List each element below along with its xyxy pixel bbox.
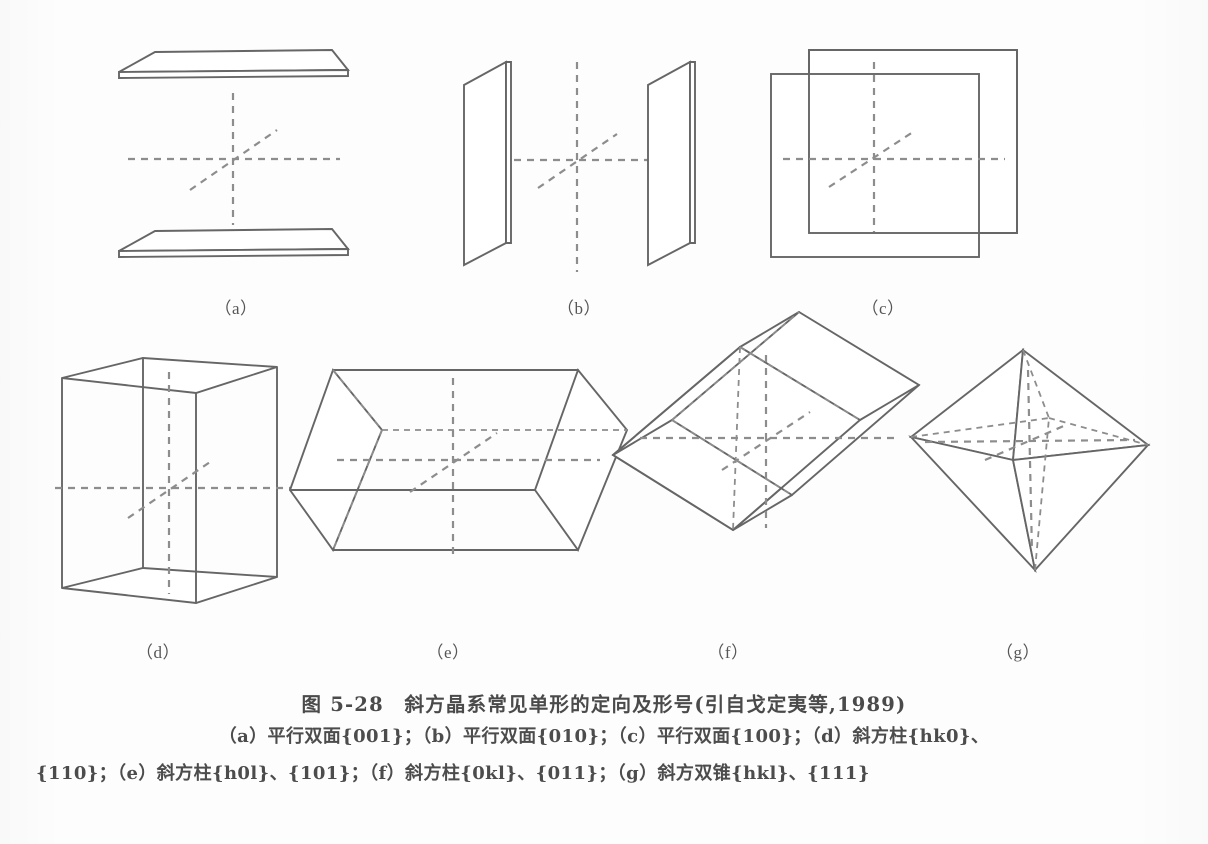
dipyramid-hidden-g-2	[1034, 417, 1050, 571]
panel-label-f: （f）	[707, 643, 749, 662]
dipyramid-upper-right-face-g	[1011, 348, 1151, 462]
panel-label-d: （d）	[136, 643, 180, 662]
panel-label-e: （e）	[426, 643, 470, 662]
panel-c-pinacoid-100	[770, 49, 1018, 258]
panel-label-a: （a）	[214, 299, 258, 318]
prism-hidden-f-4	[739, 346, 861, 421]
upper-pinacoid-plate-a	[118, 49, 350, 79]
crystal-forms-svg: .e { fill:none; stroke:#666666; stroke-w…	[55, 49, 1151, 604]
figure-caption-line-2: {110}；（e）斜方柱{h0l}、{101}；（f）斜方柱{0kl}、{011…	[36, 763, 870, 785]
axis-a-g	[984, 423, 1067, 462]
prism-hidden-f-1	[671, 311, 800, 421]
axis-a-f	[721, 411, 811, 471]
dipyramid-hidden-g-1	[1022, 349, 1050, 419]
axis-a-b	[537, 133, 618, 189]
panel-label-c: （c）	[861, 299, 905, 318]
dipyramid-hidden-g-3	[910, 417, 1050, 438]
crystal-forms-plate: .e { fill:none; stroke:#666666; stroke-w…	[55, 49, 1151, 604]
prism-hidden-f-2	[671, 419, 793, 496]
axis-a-c	[828, 129, 917, 188]
panel-label-g: （g）	[996, 643, 1040, 662]
figure-caption-title: 图 5-28 斜方晶系常见单形的定向及形号(引自戈定夷等,1989)	[301, 693, 907, 716]
axis-a-e	[409, 432, 498, 493]
panel-b-pinacoid-010	[463, 60, 696, 272]
panel-g-rhombic-dipyramid-hkl	[908, 347, 1151, 574]
right-pinacoid-plate-b	[647, 60, 696, 267]
prism-hidden-e-1	[332, 369, 383, 431]
panel-label-b: （b）	[557, 299, 601, 318]
panel-a-pinacoid-001	[118, 49, 350, 258]
prism-connect-f-4	[732, 494, 793, 531]
panel-f-rhombic-prism-0kl	[611, 310, 921, 532]
figure-caption: 图 5-28 斜方晶系常见单形的定向及形号(引自戈定夷等,1989) （a）平行…	[0, 690, 1208, 793]
axis-a-a	[189, 129, 278, 191]
panel-d-rhombic-prism-hk0	[55, 357, 290, 604]
dipyramid-lower-right-face-g	[1011, 443, 1151, 573]
lower-pinacoid-plate-a	[118, 228, 350, 258]
prism-connect-f-3	[859, 384, 920, 421]
figure-caption-line-1: （a）平行双面{001}；（b）平行双面{010}；（c）平行双面{100}；（…	[218, 726, 990, 748]
axis-c-g	[1026, 369, 1034, 553]
axis-b-g	[924, 438, 1136, 444]
left-pinacoid-plate-b	[463, 60, 512, 267]
panel-e-rhombic-prism-h0l	[288, 368, 629, 560]
axis-a-d	[127, 459, 214, 519]
prism-connect-f-2	[739, 311, 800, 348]
